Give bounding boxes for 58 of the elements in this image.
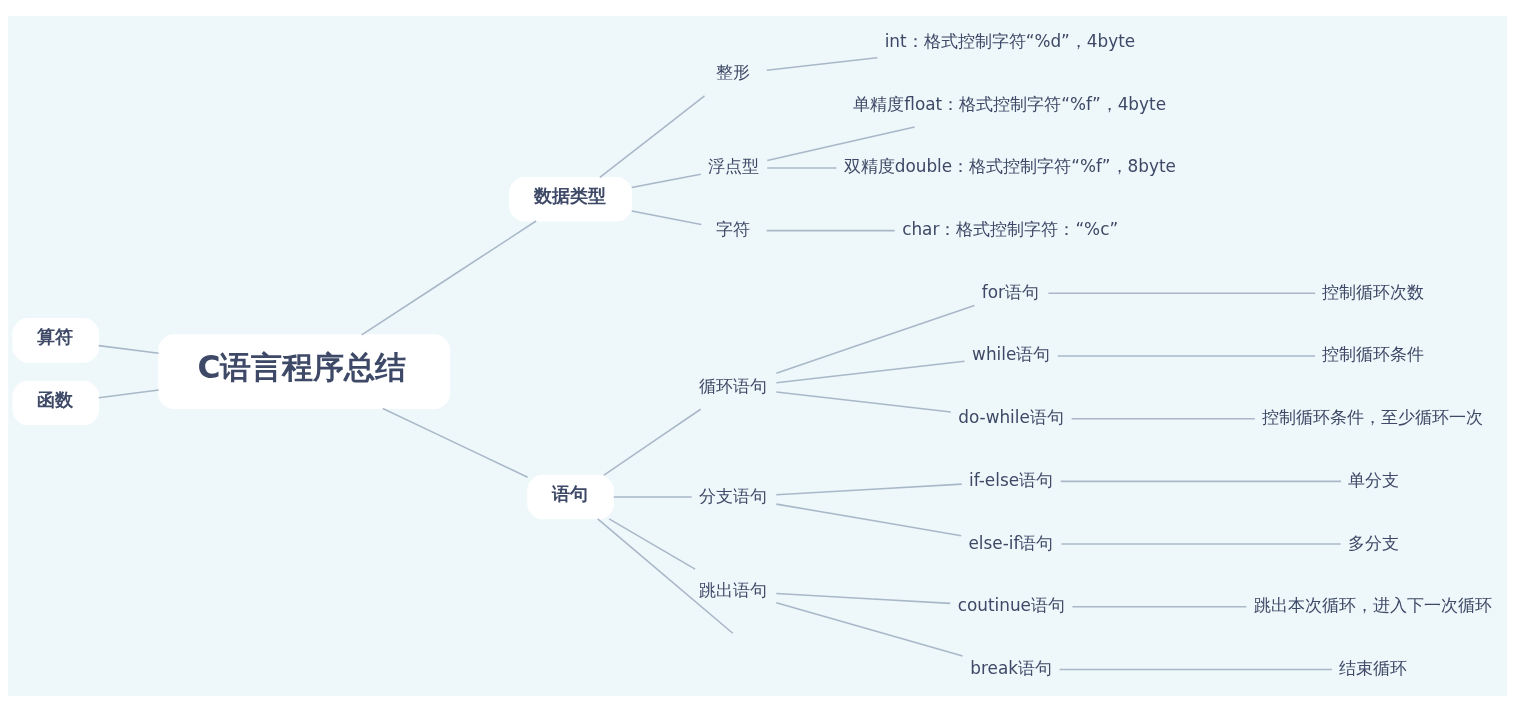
connector [360,219,537,336]
connector [766,166,838,169]
node-text: 控制循环次数 [1322,281,1425,302]
node-text: 多分支 [1348,532,1400,553]
node-text: 单精度float：格式控制字符“%f”，4byte [853,93,1167,114]
connector [1070,417,1256,419]
node-text: 跳出语句 [699,579,768,600]
connector [775,592,952,604]
connector [596,517,734,634]
node-text: 结束循环 [1339,657,1408,678]
node-text: break语句 [970,657,1053,678]
node-text: 分支语句 [699,485,768,506]
node-text: 循环语句 [699,375,768,396]
connector [630,209,703,225]
connector [775,502,962,536]
connector [608,517,696,570]
node-text: 控制循环条件，至少循环一次 [1262,406,1484,427]
connector [97,388,160,398]
connector [765,56,879,71]
node-box: 语句 [527,474,615,519]
connector [382,407,529,478]
connector [97,344,160,354]
connector [765,229,896,231]
connector [1071,605,1248,608]
connector [766,125,916,161]
connector [603,407,702,476]
node-text: 跳出本次循环，进入下一次循环 [1253,594,1492,615]
connector [775,601,964,657]
node-text: coutinue语句 [957,594,1065,615]
connector [775,390,952,413]
node-text: else-if语句 [968,532,1054,553]
node-text: for语句 [981,281,1039,302]
connector [1060,542,1342,545]
connector [599,94,706,178]
connector [1047,292,1316,294]
connector [630,172,702,188]
connector [775,482,963,495]
node-box: 函数 [12,380,100,425]
node-text: while语句 [972,343,1051,364]
node-box: 算符 [12,317,100,363]
node-text: 单分支 [1348,469,1400,490]
connector [775,304,976,374]
connector [1059,480,1342,482]
connector [775,359,966,383]
node-text: if-else语句 [969,469,1054,490]
node-box: C语言程序总结 [158,333,451,409]
connector [1057,354,1316,357]
node-text: int：格式控制字符“%d”，4byte [884,30,1136,51]
connector [1058,668,1333,670]
node-text: 整形 [716,61,751,82]
node-text: 字符 [716,218,751,239]
node-box: 数据类型 [509,176,633,222]
connector [612,495,693,498]
node-text: 双精度double：格式控制字符“%f”，8byte [843,155,1176,176]
node-text: 控制循环条件 [1322,343,1425,364]
node-text: char：格式控制字符：“%c” [902,218,1119,239]
node-text: 浮点型 [708,155,760,176]
node-text: do-while语句 [958,406,1064,427]
